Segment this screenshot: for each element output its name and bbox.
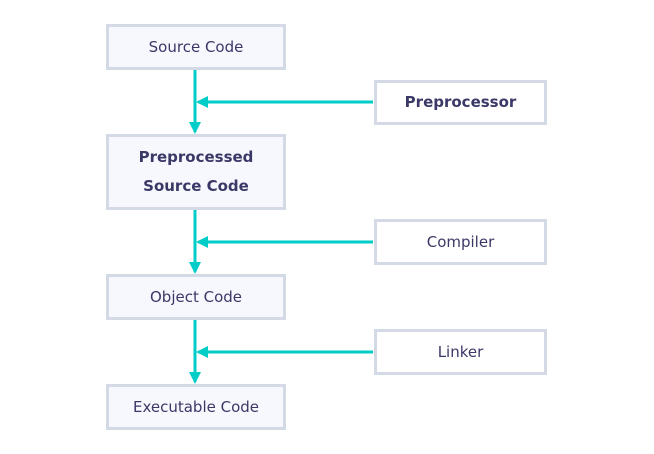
stage-label-line: Source Code (143, 177, 249, 195)
stage-preprocessed-source-code: Preprocessed Source Code (106, 134, 286, 210)
tool-linker: Linker (374, 329, 547, 375)
stage-label-line: Preprocessed (138, 148, 254, 166)
tool-label: Linker (437, 342, 484, 361)
tool-label: Preprocessor (404, 93, 517, 111)
stage-label: Executable Code (132, 397, 260, 416)
stage-label: Object Code (149, 287, 243, 306)
stage-executable-code: Executable Code (106, 384, 286, 430)
stage-source-code: Source Code (106, 24, 286, 70)
tool-compiler: Compiler (374, 219, 547, 265)
tool-label: Compiler (426, 232, 495, 251)
tool-preprocessor: Preprocessor (374, 80, 547, 125)
stage-object-code: Object Code (106, 274, 286, 320)
stage-label: Source Code (148, 37, 244, 56)
